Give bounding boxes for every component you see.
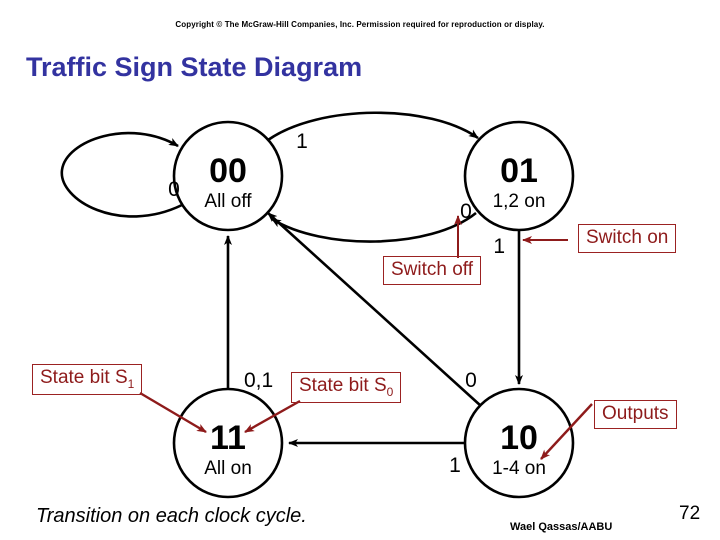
callout-leader-state-bit-s0 bbox=[244, 399, 301, 434]
callout-state-bit-s0-subscript: 0 bbox=[386, 384, 394, 399]
transition-01-to-00: 0 bbox=[271, 200, 477, 243]
footer-author: Wael Qassas/AABU bbox=[510, 521, 613, 533]
callout-state-bit-s0[interactable]: State bit S0 bbox=[291, 372, 402, 404]
transition-label-01-to-10: 1 bbox=[493, 235, 505, 258]
transition-label-10-to-00: 0 bbox=[465, 369, 477, 392]
transition-00-to-00: 0 bbox=[60, 131, 183, 218]
callout-leader-state-bit-s1 bbox=[139, 391, 207, 434]
callout-state-bit-s1[interactable]: State bit S1 bbox=[32, 364, 143, 396]
transition-01-to-10: 1 bbox=[493, 231, 523, 385]
transition-label-00-to-01: 1 bbox=[296, 130, 308, 153]
callout-switch-off-label: Switch off bbox=[391, 259, 474, 280]
callout-state-bit-s1-label: State bit S bbox=[40, 367, 128, 388]
copyright-notice: Copyright © The McGraw-Hill Companies, I… bbox=[175, 20, 545, 29]
page-title: Traffic Sign State Diagram bbox=[26, 52, 363, 82]
transition-10-to-00: 0 bbox=[267, 212, 482, 407]
transition-00-to-01: 1 bbox=[267, 111, 479, 153]
callout-leader-outputs bbox=[540, 403, 593, 460]
callout-switch-on-label: Switch on bbox=[586, 227, 669, 248]
callout-state-bit-s1-subscript: 1 bbox=[127, 376, 135, 391]
state-00-id: 00 bbox=[209, 152, 247, 190]
state-11-id: 11 bbox=[210, 419, 246, 457]
state-node-01: 01 1,2 on bbox=[463, 120, 575, 232]
callout-switch-on[interactable]: Switch on bbox=[578, 224, 677, 253]
callout-switch-off[interactable]: Switch off bbox=[383, 256, 482, 285]
callout-outputs-label: Outputs bbox=[602, 403, 669, 424]
state-01-outputs: 1,2 on bbox=[493, 191, 546, 212]
transition-label-00-self: 0 bbox=[168, 178, 180, 201]
state-node-10: 10 1-4 on bbox=[463, 387, 575, 499]
state-10-outputs: 1-4 on bbox=[492, 458, 546, 479]
transition-label-10-to-11: 1 bbox=[449, 454, 461, 477]
callout-state-bit-s0-label: State bit S bbox=[299, 375, 387, 396]
state-00-outputs: All off bbox=[204, 191, 252, 212]
state-node-00: 00 All off bbox=[172, 120, 284, 232]
state-10-id: 10 bbox=[500, 419, 538, 457]
footer-page-number: 72 bbox=[679, 503, 701, 524]
transition-label-01-to-00: 0 bbox=[460, 200, 472, 223]
transition-10-to-11: 1 bbox=[288, 439, 465, 477]
state-node-11: 11 All on bbox=[172, 387, 284, 499]
footer-note: Transition on each clock cycle. bbox=[36, 505, 307, 527]
state-11-outputs: All on bbox=[204, 458, 252, 479]
state-01-id: 01 bbox=[500, 152, 538, 190]
transition-label-11-to-00: 0,1 bbox=[244, 369, 273, 392]
callout-outputs[interactable]: Outputs bbox=[594, 400, 677, 429]
transition-11-to-00: 0,1 bbox=[224, 235, 273, 392]
